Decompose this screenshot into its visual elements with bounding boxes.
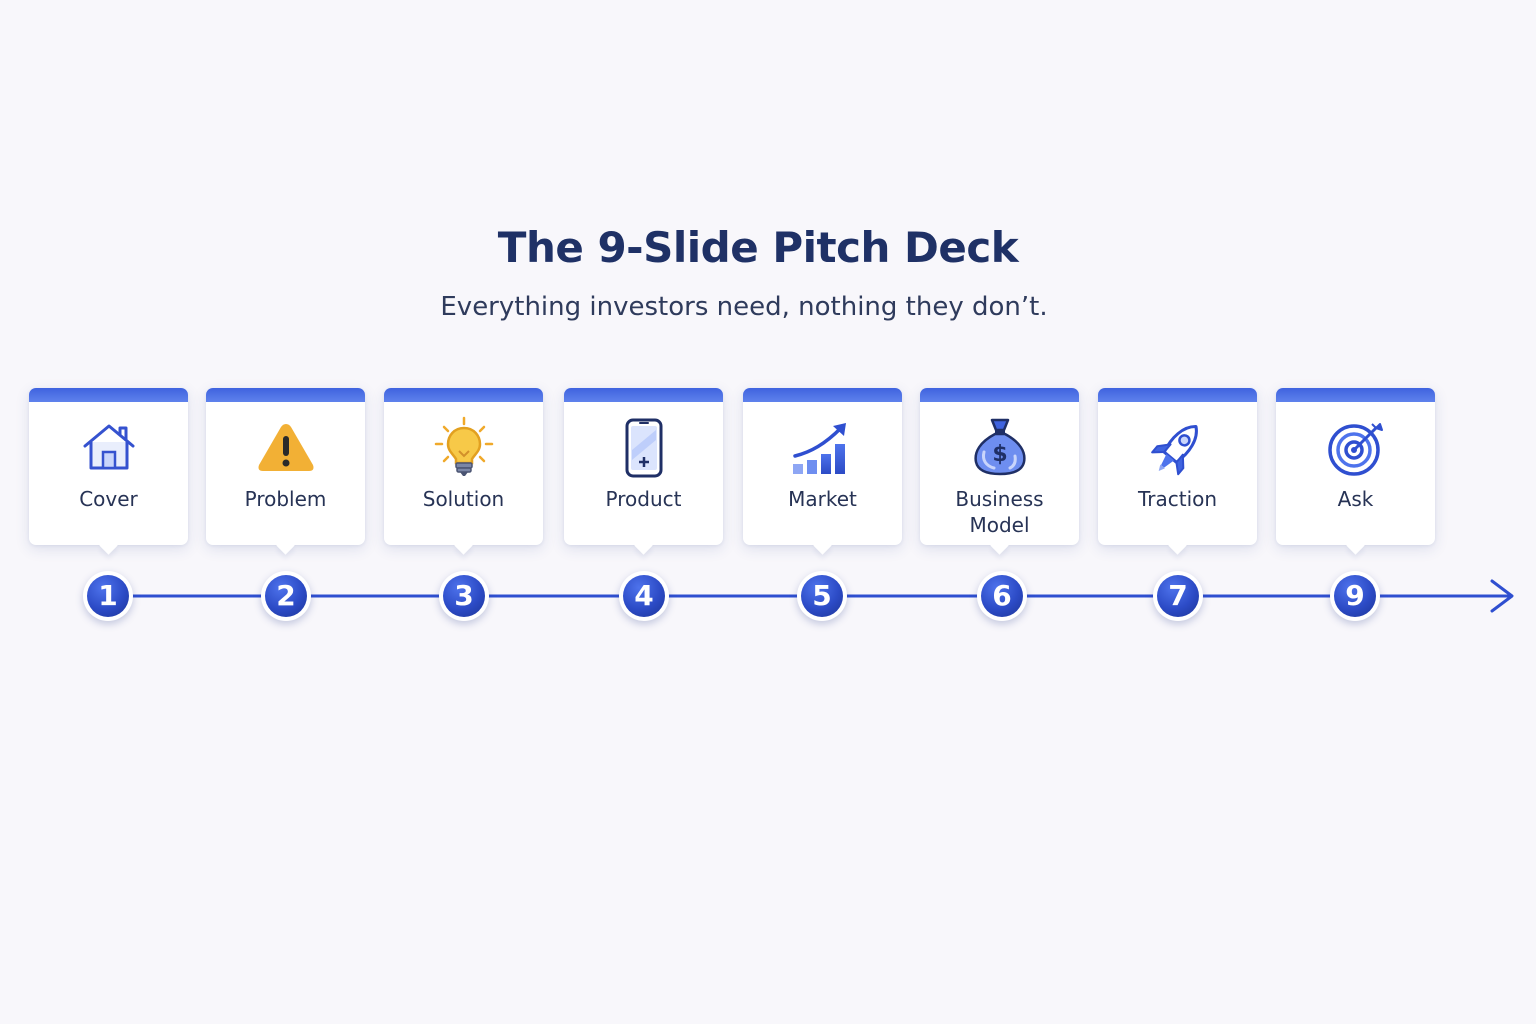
card-header-bar xyxy=(1098,388,1257,402)
arrow-head-icon xyxy=(1490,579,1514,613)
card-header-bar xyxy=(564,388,723,402)
lightbulb-icon xyxy=(432,416,496,480)
growth-chart-icon xyxy=(791,416,855,480)
step-label: Problem xyxy=(244,487,327,511)
step-number: 6 xyxy=(981,575,1023,617)
step-label: Cover xyxy=(79,487,138,511)
step-label: Business Model xyxy=(955,487,1044,537)
card-header-bar xyxy=(743,388,902,402)
card-header-bar xyxy=(920,388,1079,402)
house-icon xyxy=(77,416,141,480)
step-node: 5 xyxy=(797,571,847,621)
step-card-solution: Solution xyxy=(384,388,543,555)
step-number: 4 xyxy=(623,575,665,617)
timeline xyxy=(0,560,1536,630)
step-node: 4 xyxy=(619,571,669,621)
rocket-icon xyxy=(1146,416,1210,480)
step-card-traction: Traction xyxy=(1098,388,1257,555)
step-label: Traction xyxy=(1137,487,1218,511)
step-label: Ask xyxy=(1337,487,1374,511)
step-card-problem: Problem xyxy=(206,388,365,555)
step-node: 9 xyxy=(1330,571,1380,621)
step-label: Product xyxy=(605,487,682,511)
step-card-cover: Cover xyxy=(29,388,188,555)
step-node: 7 xyxy=(1153,571,1203,621)
step-card-ask: Ask xyxy=(1276,388,1435,555)
step-node: 6 xyxy=(977,571,1027,621)
step-number: 1 xyxy=(87,575,129,617)
card-header-bar xyxy=(206,388,365,402)
step-node: 3 xyxy=(439,571,489,621)
card-header-bar xyxy=(1276,388,1435,402)
step-node: 1 xyxy=(83,571,133,621)
step-card-product: Product xyxy=(564,388,723,555)
card-header-bar xyxy=(29,388,188,402)
smartphone-icon xyxy=(612,416,676,480)
step-number: 3 xyxy=(443,575,485,617)
step-card-business-model: $ Business Model xyxy=(920,388,1079,555)
warning-icon xyxy=(254,416,318,480)
step-number: 9 xyxy=(1334,575,1376,617)
target-icon xyxy=(1324,416,1388,480)
step-number: 7 xyxy=(1157,575,1199,617)
page-title: The 9-Slide Pitch Deck xyxy=(497,223,1019,272)
card-header-bar xyxy=(384,388,543,402)
step-number: 5 xyxy=(801,575,843,617)
step-label: Solution xyxy=(422,487,505,511)
step-number: 2 xyxy=(265,575,307,617)
step-label: Market xyxy=(788,487,857,511)
money-bag-icon: $ xyxy=(968,416,1032,480)
step-node: 2 xyxy=(261,571,311,621)
step-card-market: Market xyxy=(743,388,902,555)
svg-text:$: $ xyxy=(992,442,1007,467)
page-subtitle: Everything investors need, nothing they … xyxy=(440,292,1048,322)
